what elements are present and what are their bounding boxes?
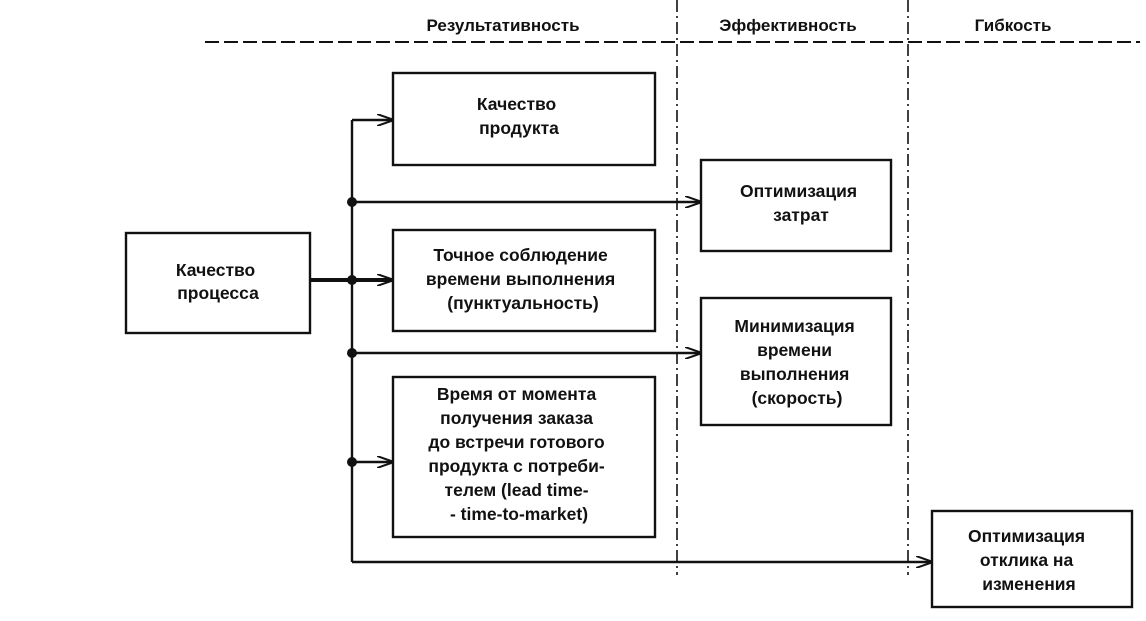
box-process-quality-label: Качество процесса — [176, 260, 260, 303]
column-header-flexibility: Гибкость — [975, 16, 1052, 35]
box-time-minimization: Минимизация времени выполнения (скорость… — [699, 296, 893, 427]
box-punctuality-label: Точное соблюдение времени выполнения (пу… — [426, 245, 620, 313]
junction-dot — [347, 275, 357, 285]
box-response-optimization: Оптимизация отклика на изменения — [930, 509, 1134, 609]
box-punctuality: Точное соблюдение времени выполнения (пу… — [391, 228, 657, 333]
column-header-effectiveness: Результативность — [426, 16, 579, 35]
box-response-optimization-label: Оптимизация отклика на изменения — [968, 526, 1090, 594]
box-cost-optimization-label: Оптимизация затрат — [740, 181, 862, 225]
junction-dot — [347, 197, 357, 207]
box-product-quality-label: Качество продукта — [477, 94, 561, 138]
column-header-efficiency: Эффективность — [719, 16, 856, 35]
box-time-minimization-label: Минимизация времени выполнения (скорость… — [734, 316, 859, 408]
box-product-quality: Качество продукта — [391, 71, 657, 167]
box-lead-time-label: Время от момента получения заказа до вст… — [428, 384, 609, 524]
box-process-quality: Качество процесса — [124, 231, 312, 335]
junction-dot — [347, 348, 357, 358]
box-lead-time: Время от момента получения заказа до вст… — [391, 375, 657, 539]
junction-dot — [347, 457, 357, 467]
box-cost-optimization: Оптимизация затрат — [699, 158, 893, 253]
